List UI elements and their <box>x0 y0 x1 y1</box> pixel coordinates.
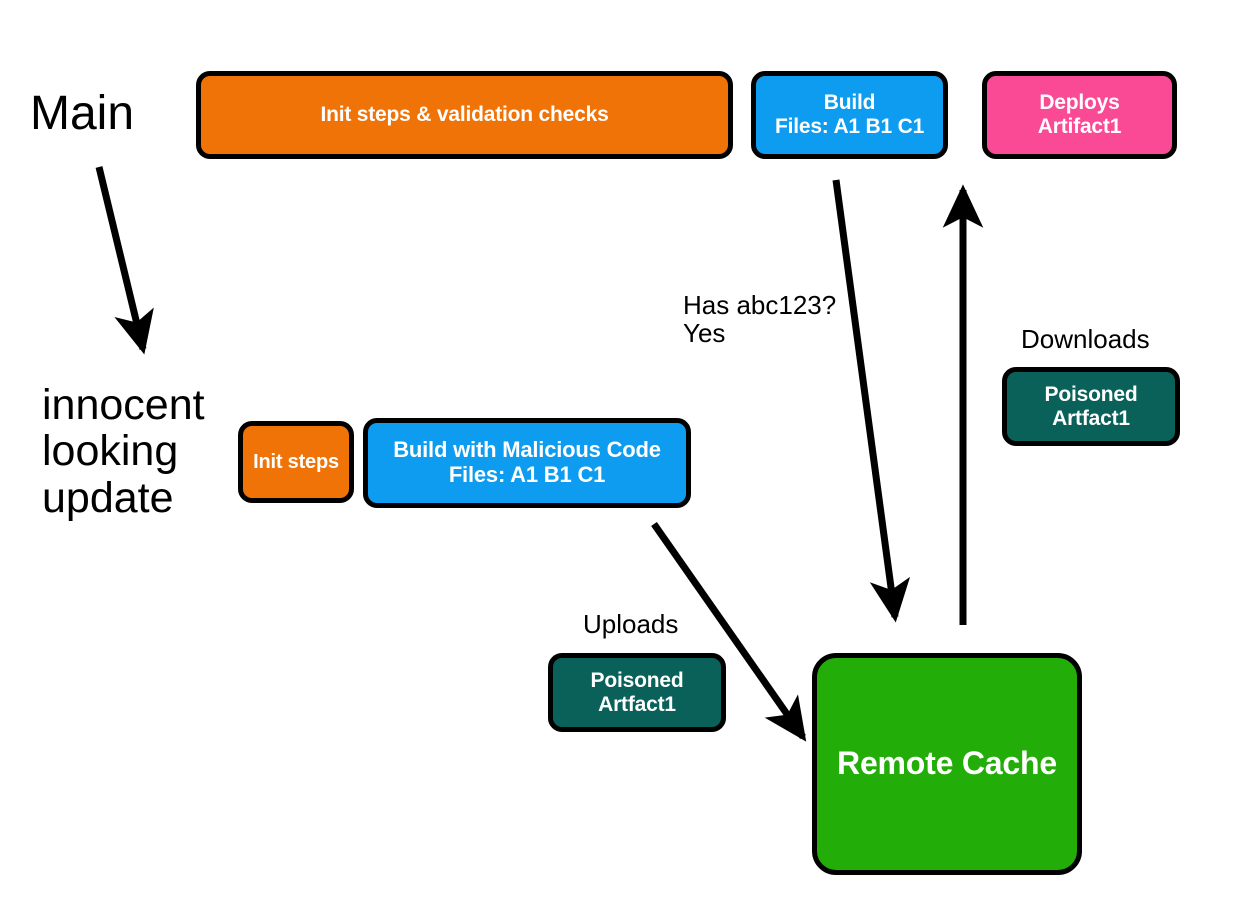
edge-label-cache-lookup: Has abc123? Yes <box>683 290 837 349</box>
branch-label-main: Main <box>30 87 135 140</box>
edge-label-downloads: Downloads <box>1021 324 1150 354</box>
arrow-main-to-update <box>95 166 154 355</box>
branch-label-innocent-update: innocent looking update <box>42 381 205 522</box>
node-init-steps-validation-checks[interactable]: Init steps & validation checks <box>196 71 733 159</box>
arrow-build-to-cache-lookup <box>832 179 911 623</box>
node-remote-cache[interactable]: Remote Cache <box>812 653 1082 875</box>
node-build-with-malicious-code[interactable]: Build with Malicious Code Files: A1 B1 C… <box>363 418 691 508</box>
edge-label-uploads: Uploads <box>583 609 679 639</box>
node-init-steps[interactable]: Init steps <box>238 421 354 503</box>
node-build-main[interactable]: Build Files: A1 B1 C1 <box>751 71 948 159</box>
node-deploys-artifact1[interactable]: Deploys Artifact1 <box>982 71 1177 159</box>
node-poisoned-artifact-uploaded[interactable]: Poisoned Artfact1 <box>548 653 726 732</box>
node-poisoned-artifact-downloaded[interactable]: Poisoned Artfact1 <box>1002 367 1180 446</box>
